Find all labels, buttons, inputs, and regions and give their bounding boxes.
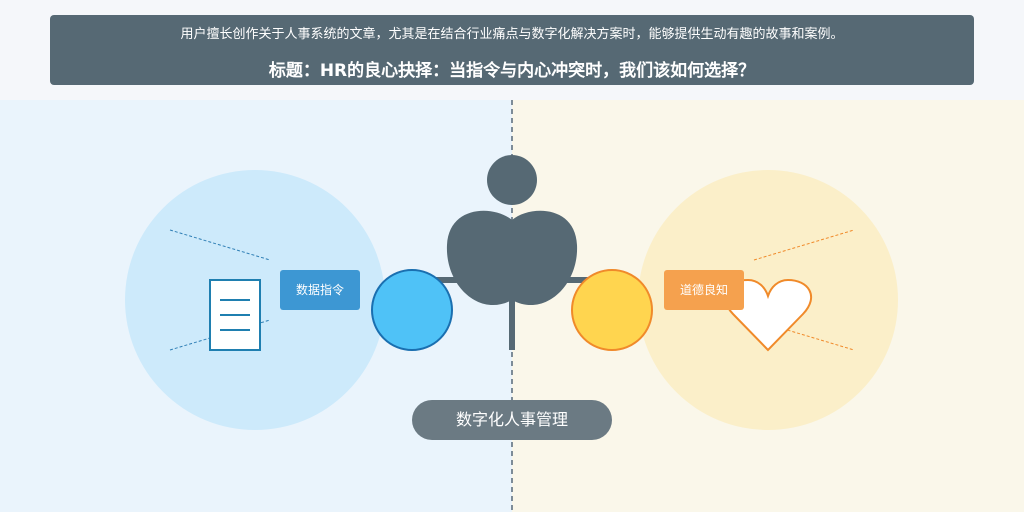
banner-title: 标题：HR的良心抉择：当指令与内心冲突时，我们该如何选择？ [268,61,756,81]
person-icon [446,155,578,306]
blue-ball [371,269,453,351]
yellow-ball [571,269,653,351]
document-icon [209,279,261,351]
balance-post [509,285,515,350]
data-instruction-tag: 数据指令 [280,270,360,310]
banner-subtitle: 用户擅长创作关于人事系统的文章，尤其是在结合行业痛点与数字化解决方案时，能够提供… [180,27,844,42]
center-label-pill: 数字化人事管理 [412,400,612,440]
left-dashed-line-upper [169,229,271,261]
right-dashed-line-upper [753,229,855,261]
moral-conscience-tag: 道德良知 [664,270,744,310]
header-banner: 用户擅长创作关于人事系统的文章，尤其是在结合行业痛点与数字化解决方案时，能够提供… [50,15,974,85]
